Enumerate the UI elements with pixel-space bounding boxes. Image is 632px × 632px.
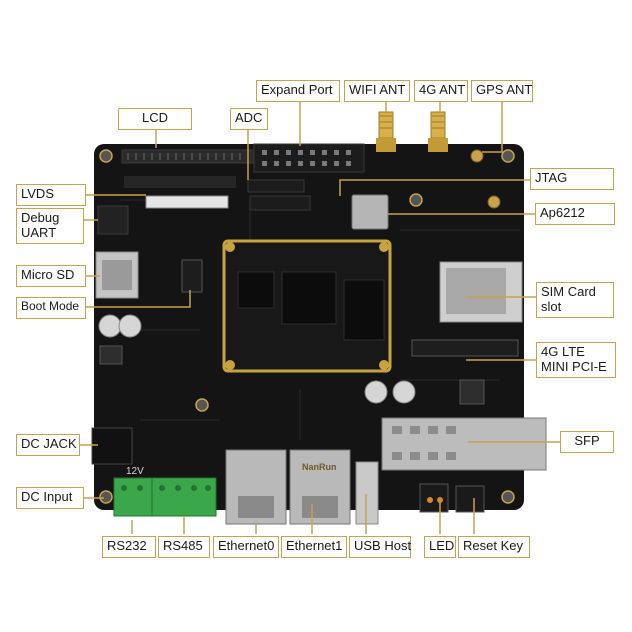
label-wifi-ant: WIFI ANT	[344, 80, 410, 102]
dc-jack	[91, 427, 133, 465]
silk-12v: 12V	[126, 466, 144, 477]
label-sfp: SFP	[560, 431, 614, 453]
label-ethernet1: Ethernet1	[281, 536, 347, 558]
label-lte-line1: 4G LTE	[541, 344, 585, 359]
led-amber	[427, 497, 433, 503]
mounting-holes	[99, 149, 515, 504]
sim-card-tray	[446, 268, 506, 314]
4g-antenna-connector	[428, 111, 448, 152]
led-block	[419, 483, 449, 513]
reset-key	[455, 485, 485, 513]
label-led: LED	[424, 536, 456, 558]
label-ethernet0: Ethernet0	[213, 536, 279, 558]
jtag-header	[249, 195, 311, 211]
label-lte-line2: MINI PCI-E	[541, 359, 607, 374]
inductor-2	[459, 379, 485, 405]
rs232-terminal	[113, 477, 155, 517]
som-ram-1	[237, 271, 275, 309]
label-lcd: LCD	[118, 108, 192, 130]
inductor	[99, 345, 123, 365]
label-reset-key: Reset Key	[458, 536, 530, 558]
ethernet1-port	[302, 496, 338, 518]
lvds-header	[124, 176, 236, 188]
label-micro-sd: Micro SD	[16, 265, 86, 287]
label-boot-mode: Boot Mode	[16, 297, 86, 319]
terminal-screws	[121, 485, 211, 491]
label-lvds: LVDS	[16, 184, 86, 206]
micro-sd-card	[102, 260, 132, 290]
label-debug-uart-line1: Debug	[21, 210, 60, 225]
label-debug-uart: Debug UART	[16, 208, 84, 244]
ethernet0-port	[238, 496, 274, 518]
jtag-pad	[487, 195, 501, 209]
label-dc-input: DC Input	[16, 487, 84, 509]
label-debug-uart-line2: UART	[21, 225, 57, 240]
label-sim-card-slot: SIM Card slot	[536, 282, 614, 318]
sfp-vents	[392, 426, 456, 460]
leader-lines	[80, 102, 560, 534]
som-ram-2	[343, 279, 385, 341]
label-4g-ant: 4G ANT	[414, 80, 468, 102]
boot-mode-switch	[181, 259, 203, 293]
mini-pcie-slot	[411, 339, 519, 357]
wifi-antenna-connector	[376, 111, 396, 152]
label-sim-line1: SIM Card	[541, 284, 596, 299]
label-adc: ADC	[230, 108, 268, 130]
label-gps-ant: GPS ANT	[471, 80, 533, 102]
debug-uart-header	[97, 205, 129, 235]
gps-antenna-connector	[470, 149, 484, 163]
expand-port-pins	[262, 150, 351, 166]
label-rs232: RS232	[102, 536, 156, 558]
sfp-cage	[381, 417, 547, 471]
label-usb-host: USB Host	[349, 536, 411, 558]
adc-header	[247, 179, 305, 193]
som-cpu	[281, 271, 337, 325]
usb-host-port	[355, 461, 379, 525]
label-rs485: RS485	[158, 536, 210, 558]
ap6212-module	[351, 194, 389, 230]
label-expand-port: Expand Port	[256, 80, 340, 102]
label-dc-jack: DC JACK	[16, 434, 80, 456]
som-corner-pads	[225, 242, 389, 370]
rj45-brand: NanRun	[302, 462, 337, 472]
led-amber-2	[437, 497, 443, 503]
expand-port-header	[253, 143, 365, 173]
label-jtag: JTAG	[530, 168, 614, 190]
label-4g-lte: 4G LTE MINI PCI-E	[536, 342, 616, 378]
capacitors	[98, 314, 416, 404]
lvds-connector	[145, 195, 229, 209]
label-ap6212: Ap6212	[535, 203, 615, 225]
rs485-terminal	[151, 477, 217, 517]
label-sim-line2: slot	[541, 299, 562, 314]
